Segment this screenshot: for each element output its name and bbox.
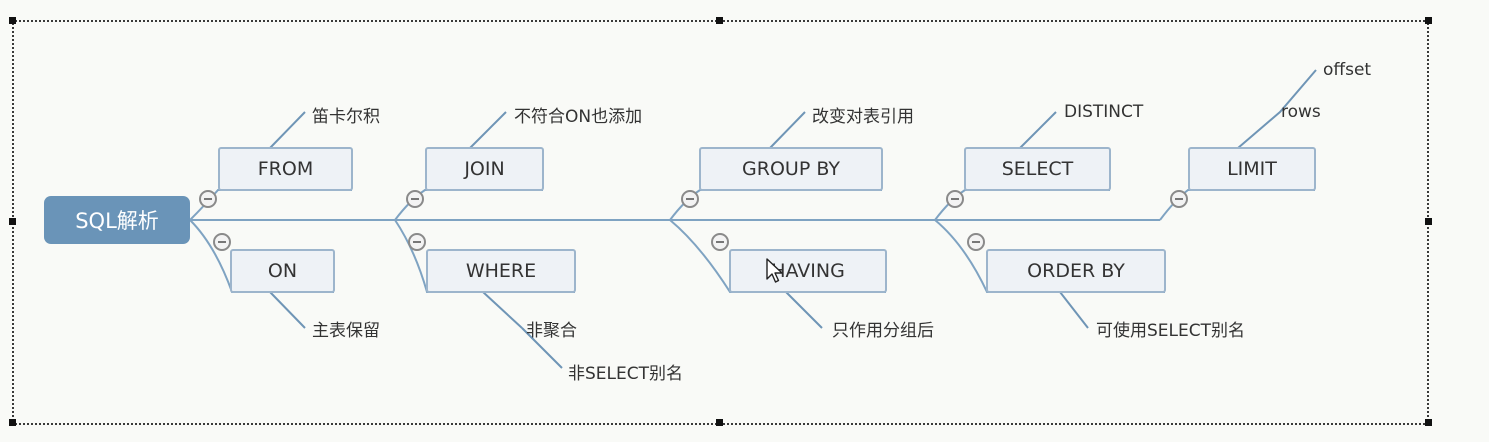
collapse-toggle-icon[interactable]: [681, 190, 699, 208]
node-limit[interactable]: LIMIT: [1188, 147, 1316, 191]
node-select[interactable]: SELECT: [964, 147, 1111, 191]
resize-handle-middle-left[interactable]: [9, 218, 16, 225]
note-where-2[interactable]: 非SELECT别名: [568, 364, 683, 384]
collapse-toggle-icon[interactable]: [408, 233, 426, 251]
collapse-toggle-icon[interactable]: [406, 190, 424, 208]
root-node-label: SQL解析: [75, 209, 159, 233]
node-from[interactable]: FROM: [218, 147, 353, 191]
note-limit-1[interactable]: offset: [1323, 60, 1372, 80]
note-where-1[interactable]: 非聚合: [526, 321, 577, 341]
resize-handle-middle-right[interactable]: [1425, 218, 1432, 225]
node-having-label: HAVING: [771, 260, 845, 282]
note-having[interactable]: 只作用分组后: [832, 321, 934, 341]
node-order-by[interactable]: ORDER BY: [986, 249, 1166, 293]
note-limit-2[interactable]: rows: [1281, 102, 1321, 122]
node-select-label: SELECT: [1001, 158, 1074, 180]
mouse-cursor-icon: [766, 258, 783, 283]
node-order-by-label: ORDER BY: [1027, 260, 1125, 282]
note-order-by[interactable]: 可使用SELECT别名: [1096, 321, 1245, 341]
node-join-label: JOIN: [464, 158, 505, 180]
collapse-toggle-icon[interactable]: [946, 190, 964, 208]
node-on[interactable]: ON: [230, 249, 335, 293]
collapse-toggle-icon[interactable]: [213, 233, 231, 251]
note-join[interactable]: 不符合ON也添加: [514, 107, 643, 127]
node-limit-label: LIMIT: [1227, 158, 1277, 180]
collapse-toggle-icon[interactable]: [967, 233, 985, 251]
node-group-by-label: GROUP BY: [742, 158, 840, 180]
node-from-label: FROM: [257, 158, 314, 180]
resize-handle-bottom-right[interactable]: [1425, 419, 1432, 426]
root-node-sql-parsing[interactable]: SQL解析: [44, 196, 190, 244]
node-having[interactable]: HAVING: [729, 249, 887, 293]
note-on[interactable]: 主表保留: [312, 321, 380, 341]
collapse-toggle-icon[interactable]: [711, 233, 729, 251]
node-where-label: WHERE: [465, 260, 537, 282]
node-where[interactable]: WHERE: [426, 249, 576, 293]
note-select[interactable]: DISTINCT: [1064, 102, 1144, 122]
node-group-by[interactable]: GROUP BY: [699, 147, 883, 191]
collapse-toggle-icon[interactable]: [1170, 190, 1188, 208]
note-group-by[interactable]: 改变对表引用: [812, 107, 914, 127]
resize-handle-bottom-left[interactable]: [9, 419, 16, 426]
resize-handle-top-left[interactable]: [9, 17, 16, 24]
resize-handle-top-right[interactable]: [1425, 17, 1432, 24]
node-on-label: ON: [267, 260, 298, 282]
resize-handle-bottom-middle[interactable]: [716, 419, 723, 426]
note-from[interactable]: 笛卡尔积: [312, 107, 380, 127]
node-join[interactable]: JOIN: [425, 147, 544, 191]
collapse-toggle-icon[interactable]: [199, 190, 217, 208]
resize-handle-top-middle[interactable]: [716, 17, 723, 24]
